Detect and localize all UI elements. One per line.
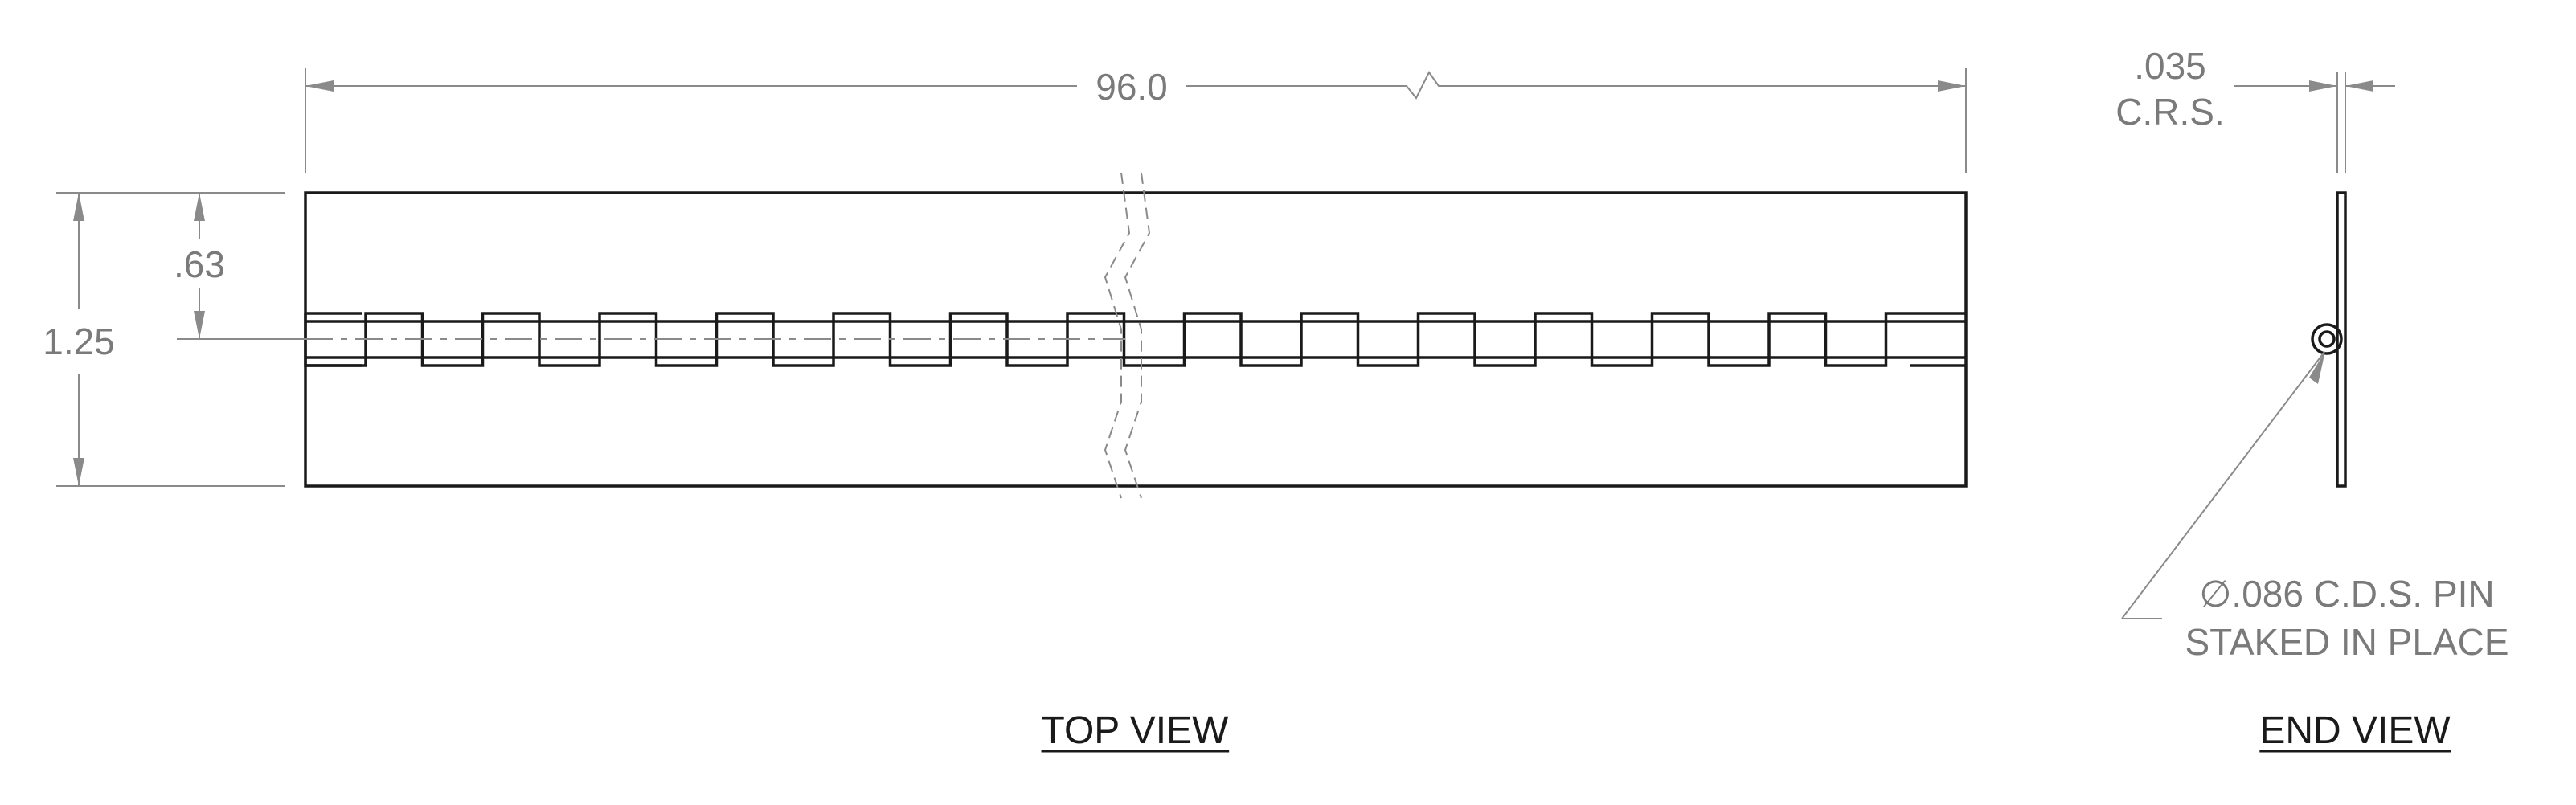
width-dimension: 1.25	[43, 192, 285, 487]
overall-length-label: 96.0	[1096, 66, 1168, 108]
length-dim-break	[1186, 71, 1966, 100]
material-label: C.R.S.	[2115, 91, 2224, 133]
end-view-leaf	[2336, 191, 2347, 488]
length-dimension: 96.0	[305, 66, 1967, 173]
hinge-outline	[304, 191, 1968, 488]
knuckle-centerline-label: .63	[174, 243, 225, 285]
pin-note-line1: ∅.086 C.D.S. PIN	[2199, 573, 2494, 615]
knuckle-edge-upper	[304, 312, 1966, 367]
end-view	[2311, 191, 2347, 488]
centerline-arrow-bottom	[194, 311, 205, 339]
pin-leader-arrow	[2309, 351, 2325, 384]
centerline-arrow-top	[194, 193, 205, 221]
thickness-arrow-left	[2309, 80, 2337, 92]
end-view-knuckle	[2311, 323, 2343, 355]
width-arrow-top	[73, 193, 84, 221]
pin-leader-line	[2121, 351, 2325, 619]
pin-callout: ∅.086 C.D.S. PIN STAKED IN PLACE	[2121, 351, 2509, 663]
break-line-left	[1104, 172, 1131, 499]
material-thickness-label: .035	[2134, 45, 2206, 87]
pin-note-line2: STAKED IN PLACE	[2185, 621, 2508, 663]
top-view-title: TOP VIEW	[1042, 709, 1230, 752]
length-arrow-right	[1938, 80, 1966, 92]
end-view-title: END VIEW	[2259, 709, 2451, 752]
length-arrow-left	[305, 80, 334, 92]
thickness-arrow-right	[2345, 80, 2373, 92]
overall-width-label: 1.25	[43, 321, 115, 362]
knuckle-pattern	[304, 312, 1966, 367]
break-line-right	[1124, 172, 1151, 499]
width-arrow-bottom	[73, 458, 84, 486]
top-view	[304, 172, 1968, 499]
end-view-pin	[2318, 330, 2336, 348]
thickness-dimension: .035 C.R.S.	[2115, 45, 2395, 173]
centerline-dimension: .63	[174, 193, 305, 340]
